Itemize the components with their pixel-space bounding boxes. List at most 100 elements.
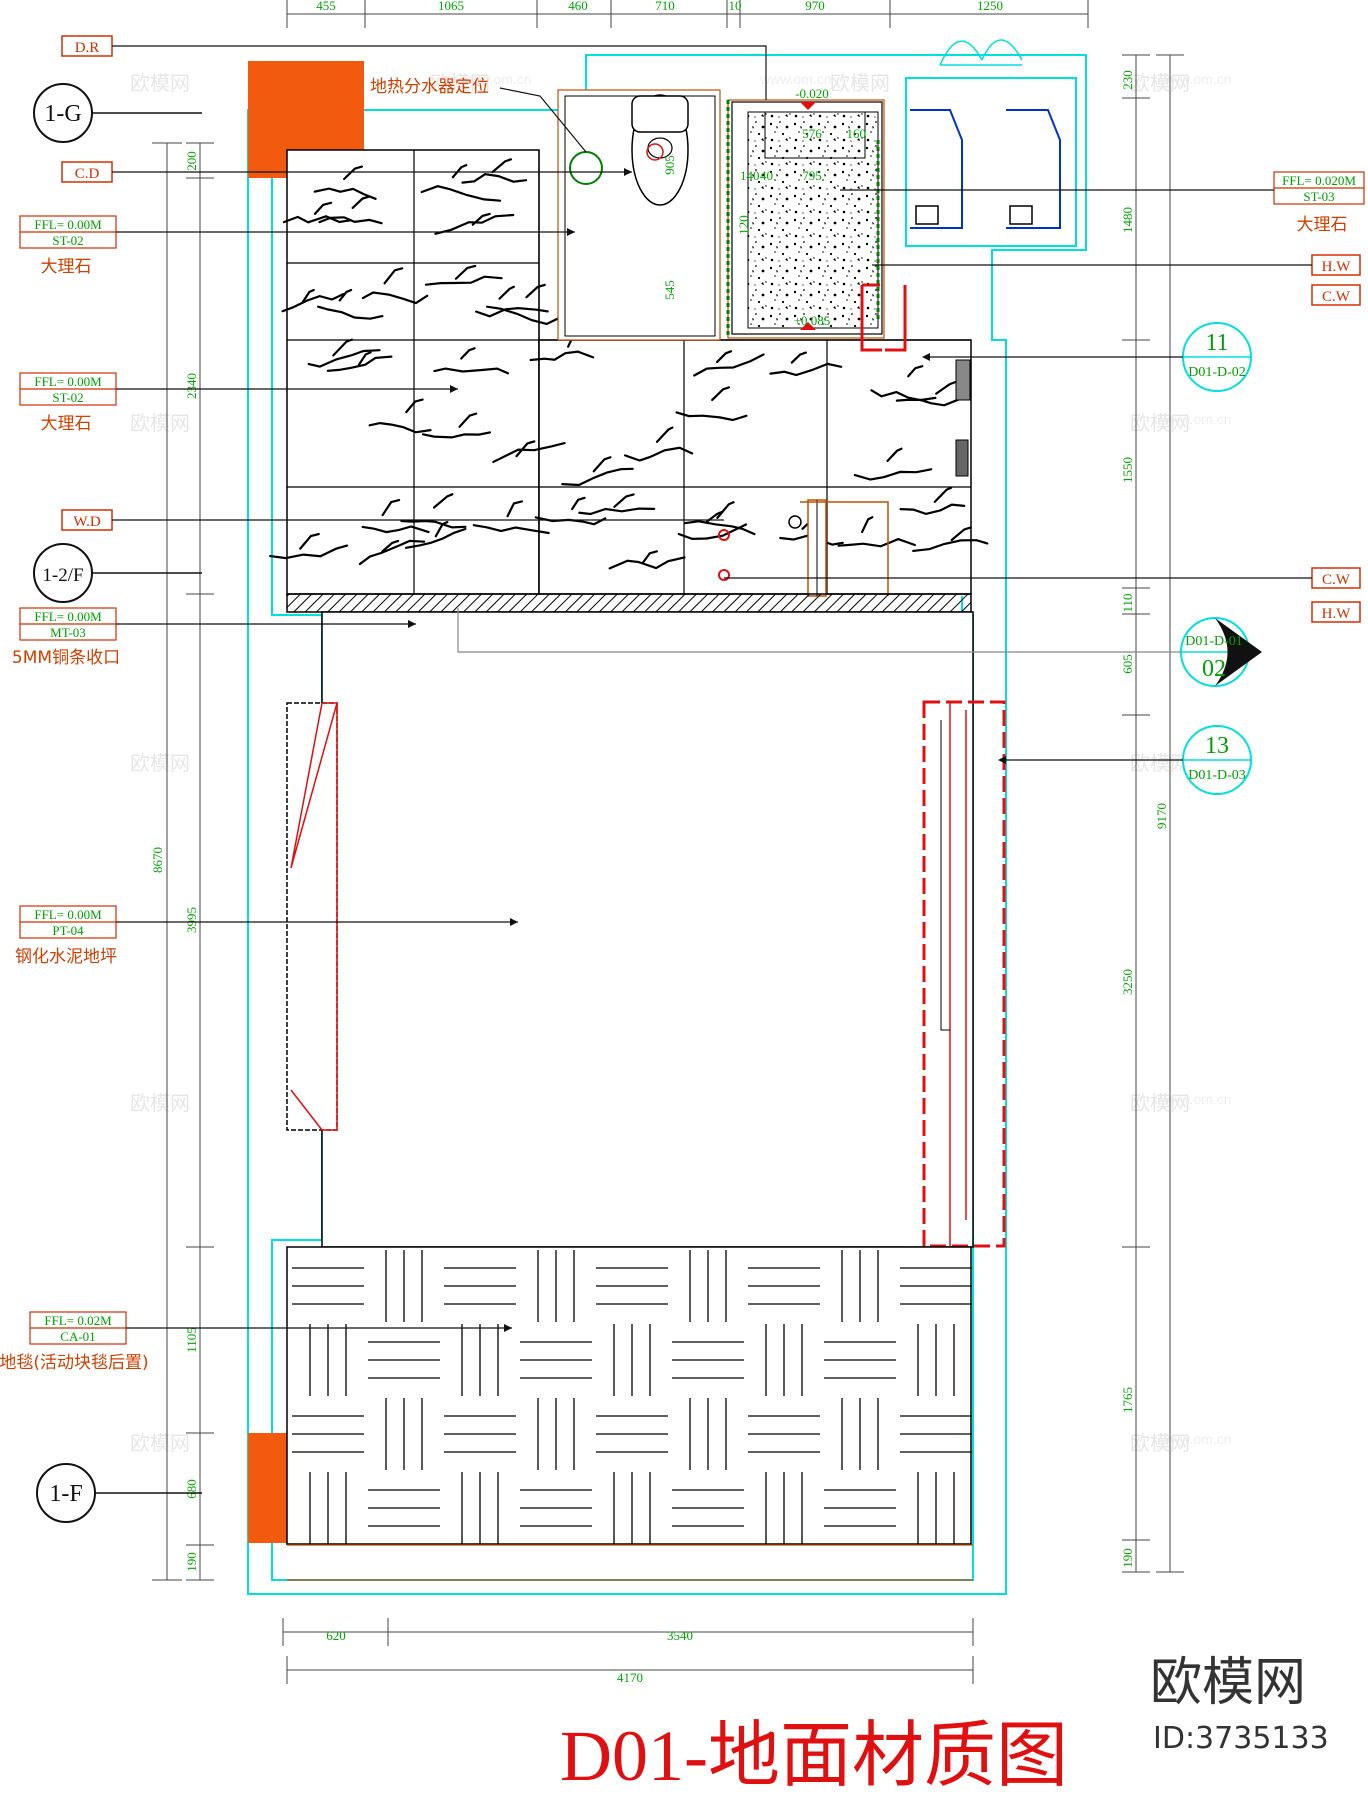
tag-wd: W.D [73, 514, 101, 530]
material-2-ffl: FFL= 0.00M [34, 374, 102, 389]
marble-vein-branch [299, 532, 320, 550]
tag-cw-1: C.W [1322, 289, 1351, 305]
toilet-room: 905 545 [557, 89, 721, 341]
left-dimension-values: 8670 200 2340 3995 1105 680 190 [150, 151, 199, 1572]
right-dim-2: 1480 [1120, 207, 1135, 233]
tag-hw-2: H.W [1322, 606, 1352, 622]
material-2-code: ST-02 [52, 390, 83, 405]
watermark-text: 欧模网 [130, 71, 190, 95]
detail-bubble-13: 13 D01-D-03 [998, 725, 1252, 795]
bottom-dim-left: 620 [326, 1628, 346, 1643]
watermark-text: 欧模网 [130, 751, 190, 775]
material-5-code: CA-01 [60, 1329, 95, 1344]
marble-vein [912, 539, 989, 553]
marble-vein-branch [342, 165, 364, 181]
material-label-2: FFL= 0.00M ST-02 大理石 [19, 372, 458, 434]
right-dim-5: 605 [1120, 654, 1135, 674]
marble-vein [269, 544, 349, 560]
bubble-02-num: 02 [1202, 656, 1226, 682]
marble-vein [424, 275, 503, 286]
carpet-floor [286, 1246, 972, 1545]
marble-vein-branch [641, 550, 659, 564]
section-bubble-02: D01-D-01 02 [457, 608, 1262, 687]
vanity-cabinet [910, 109, 1061, 229]
marble-vein [368, 421, 432, 434]
shower-dim-120: 120 [736, 215, 751, 235]
left-dim-3: 3995 [184, 907, 199, 933]
top-dimension-values: 455 1065 460 710 10 970 1250 [316, 0, 1003, 13]
left-dim-5: 680 [184, 1479, 199, 1499]
right-dimension-lines [1122, 54, 1184, 1573]
marble-vein-branch [432, 493, 454, 509]
marble-vein [361, 291, 429, 305]
bubble-13-num: 13 [1205, 733, 1229, 759]
right-wall-fixtures [718, 283, 971, 597]
marble-vein [307, 349, 381, 368]
left-door-tags: D.R C.D W.D [61, 35, 767, 531]
watermark-text: 欧模网 [1130, 1431, 1190, 1455]
marble-vein-branch [933, 486, 953, 503]
marble-vein [433, 367, 509, 375]
material-1-name: 大理石 [41, 257, 92, 277]
concrete-floor [286, 611, 1006, 1248]
watermark-url: www.om.cn [1159, 1431, 1232, 1447]
marble-vein [282, 215, 353, 224]
watermark-text: 欧模网 [430, 71, 490, 95]
axis-label-1-2f: 1-2/F [42, 565, 83, 586]
marble-vein-branch [491, 158, 513, 174]
shower-level-bottom: +0.085 [794, 313, 831, 328]
right-material-label: FFL= 0.020M ST-03 大理石 [840, 171, 1365, 235]
watermark-url: www.om.cn [1159, 411, 1232, 427]
shower-dim-140: 140 [740, 168, 760, 183]
right-material-code: ST-03 [1303, 189, 1334, 204]
marble-vein-branch [381, 499, 401, 517]
watermark-url: www.om.cn [759, 71, 832, 87]
heating-note-text: 地热分水器定位 [370, 77, 489, 97]
marble-vein [870, 389, 937, 402]
marble-vein [326, 355, 393, 372]
shower-dim-40: 40 [760, 168, 773, 183]
marble-vein [404, 527, 467, 549]
right-dim-6: 3250 [1120, 969, 1135, 995]
marble-vein-branch [351, 195, 371, 210]
material-5-name: 地毯(活动块毯后置) [0, 1353, 149, 1373]
material-label-3: FFL= 0.00M MT-03 5MM铜条收口 [12, 607, 416, 668]
brand-id: ID:3735133 [1153, 1721, 1329, 1756]
material-label-4: FFL= 0.00M PT-04 钢化水泥地坪 [15, 905, 518, 967]
top-dim-6: 970 [805, 0, 825, 13]
shower-room: -0.020 +0.085 576 795 140 40 160 120 [726, 86, 885, 339]
material-4-name: 钢化水泥地坪 [15, 947, 117, 967]
watermark-text: 欧模网 [1130, 71, 1190, 95]
material-1-ffl: FFL= 0.00M [34, 217, 102, 232]
material-1-code: ST-02 [52, 233, 83, 248]
right-dim-3: 1550 [1120, 457, 1135, 483]
left-dim-1: 200 [184, 151, 199, 171]
watermark-url: www.om.cn [1159, 1091, 1232, 1107]
marble-vein [693, 353, 765, 377]
marble-vein-branch [454, 264, 477, 280]
heating-manifold-note: 地热分水器定位 [370, 77, 587, 153]
toilet-dim-905: 905 [662, 155, 677, 175]
marble-vein-branch [950, 526, 972, 542]
marble-vein [677, 523, 748, 541]
shower-level-top: -0.020 [795, 86, 829, 101]
marble-vein [529, 350, 595, 362]
marble-vein-branch [458, 412, 478, 428]
marble-vein-branch [525, 283, 546, 299]
marble-vein-branch [935, 381, 956, 395]
watermark-text: 欧模网 [1130, 1091, 1190, 1115]
top-dim-7: 1250 [977, 0, 1003, 13]
watermark-text: 欧模网 [1130, 751, 1190, 775]
bottom-dimension-lines [282, 1618, 974, 1684]
marble-vein-branch [790, 351, 807, 364]
material-4-ffl: FFL= 0.00M [34, 907, 102, 922]
top-dim-5: 10 [729, 0, 742, 13]
marble-vein-branch [592, 456, 612, 473]
marble-vein-branch [715, 350, 733, 364]
watermark-text: 欧模网 [130, 1091, 190, 1115]
left-dim-total: 8670 [150, 847, 165, 873]
marble-vein-branch [716, 501, 735, 519]
bottom-edge [287, 1544, 973, 1581]
axis-markers: 1-G 1-2/F 1-F [33, 83, 202, 1523]
